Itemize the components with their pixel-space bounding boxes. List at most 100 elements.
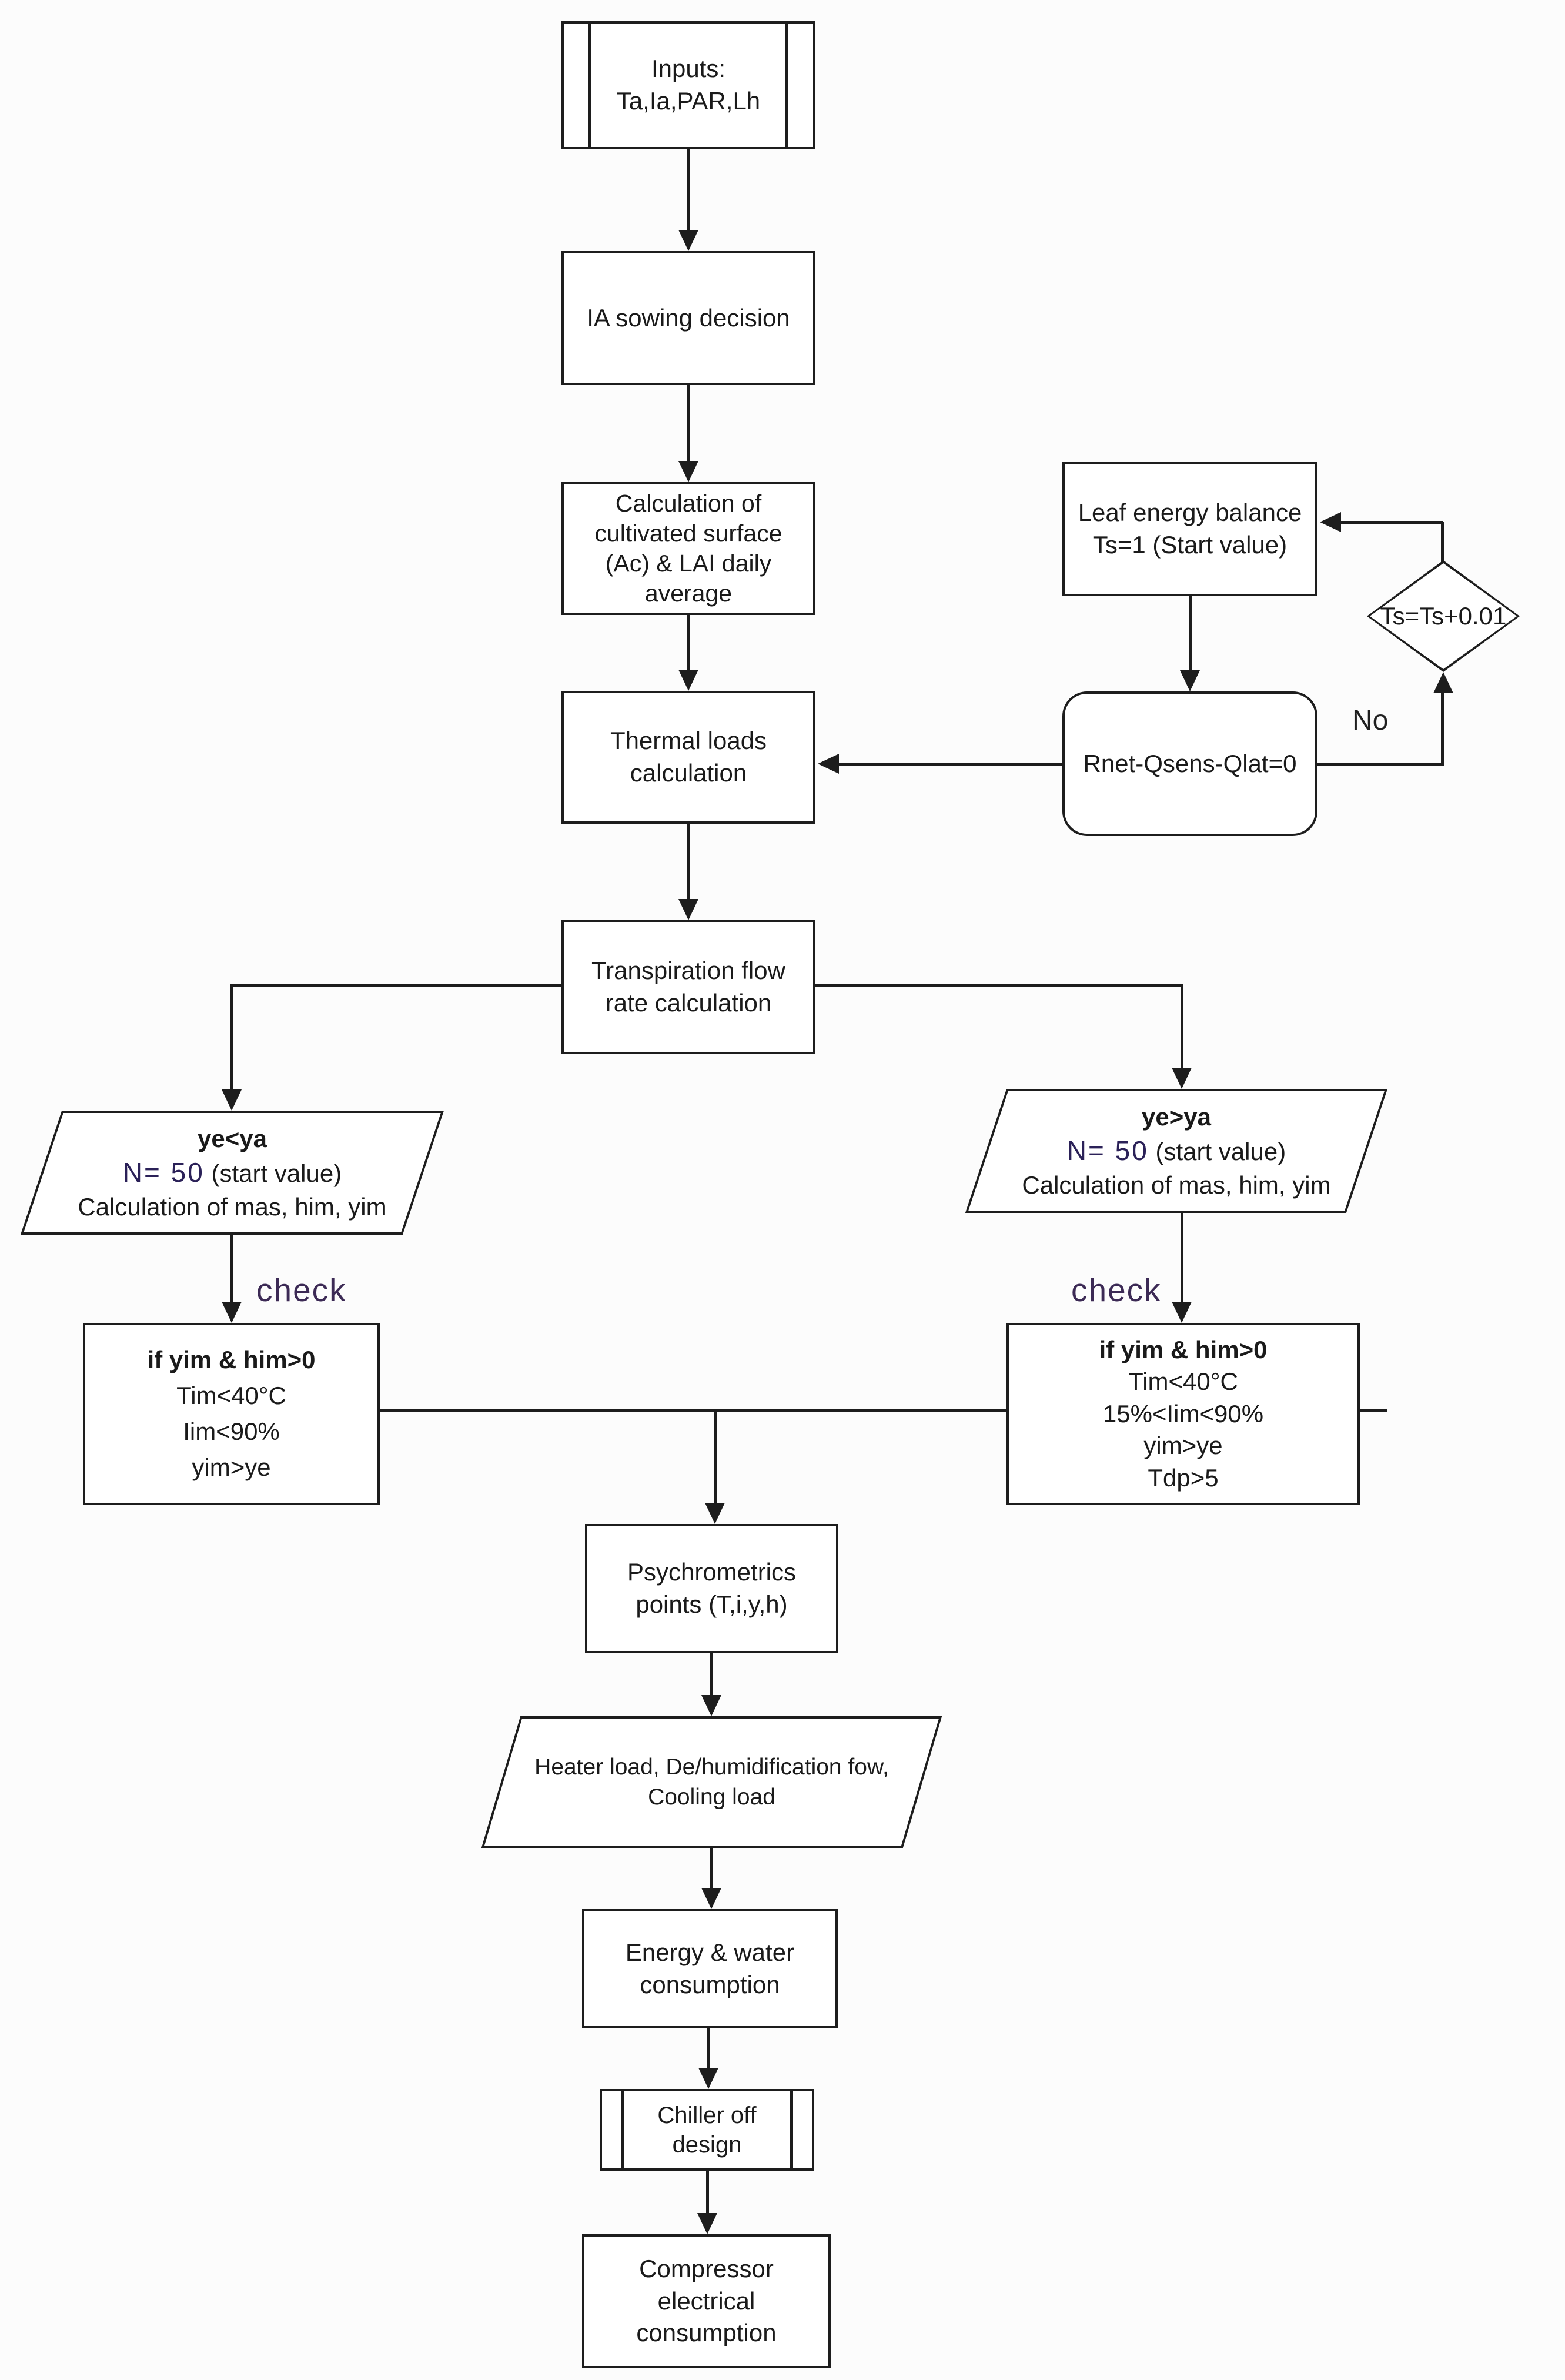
heater-line2: Cooling load — [648, 1784, 775, 1810]
edge-label-check-right: check — [1071, 1272, 1162, 1308]
edge-label-no: No — [1352, 705, 1389, 736]
node-thermal-loads: Thermal loads calculation — [561, 691, 815, 824]
node-transpiration-line2: rate calculation — [605, 989, 772, 1017]
edge-sowing-calc — [687, 385, 690, 464]
node-cond-right: if yim & him>0 Tim<40°C 15%<Iim<90% yim>… — [1006, 1323, 1360, 1505]
predefined-bar-left — [588, 24, 591, 147]
branch-right-n-value: N= 50 — [1066, 1135, 1149, 1166]
cond-left-line4: yim>ye — [192, 1453, 271, 1481]
cond-left-line1: if yim & him>0 — [147, 1346, 316, 1374]
node-calc-line3: (Ac) & LAI daily — [605, 550, 772, 577]
node-psychrometrics: Psychrometrics points (T,i,y,h) — [585, 1524, 838, 1653]
edge-cond-right-stub — [1360, 1409, 1387, 1412]
edge-leaf-rnet — [1189, 596, 1192, 674]
node-chiller-off-design: Chiller off design — [600, 2089, 814, 2171]
node-sowing-decision: IA sowing decision — [561, 251, 815, 385]
node-cultivated-surface: Calculation of cultivated surface (Ac) &… — [561, 482, 815, 615]
predefined-bar-left — [621, 2091, 624, 2168]
edge-check-left — [230, 1235, 233, 1305]
branch-left-n-line: N= 50 (start value) — [123, 1155, 342, 1191]
node-leaf-line1: Leaf energy balance — [1078, 499, 1302, 527]
predefined-bar-right — [790, 2091, 793, 2168]
node-rnet-line1: Rnet-Qsens-Qlat=0 — [1083, 749, 1297, 777]
node-inputs: Inputs: Ta,Ia,PAR,Lh — [561, 21, 815, 149]
node-psych-line1: Psychrometrics — [627, 1558, 797, 1586]
node-heater: Heater load, De/humidification fow, Cool… — [477, 1716, 946, 1848]
edge-transpiration-right — [814, 984, 1183, 987]
arrowhead-into-transpiration — [678, 899, 698, 920]
arrowhead-into-chiller — [698, 2068, 718, 2089]
branch-right-n-suffix: (start value) — [1148, 1138, 1286, 1166]
node-branch-right: ye>ya N= 50 (start value) Calculation of… — [965, 1089, 1387, 1213]
branch-right-n-line: N= 50 (start value) — [1067, 1133, 1286, 1169]
edge-diamond-up — [1441, 522, 1444, 563]
arrowhead-into-thermal — [678, 670, 698, 691]
arrowhead-into-sowing — [678, 230, 698, 251]
edge-diamond-leaf — [1340, 521, 1443, 524]
branch-left-n-value: N= 50 — [122, 1157, 205, 1188]
branch-left-title: ye<ya — [198, 1124, 267, 1152]
node-compressor: Compressor electrical consumption — [582, 2234, 831, 2368]
edge-left-branch-down — [230, 985, 233, 1093]
arrowhead-into-psych — [705, 1503, 725, 1524]
cond-right-line3: 15%<Iim<90% — [1102, 1399, 1264, 1428]
edge-right-branch-down — [1181, 985, 1183, 1071]
cond-right-line2: Tim<40°C — [1128, 1368, 1238, 1396]
node-branch-left: ye<ya N= 50 (start value) Calculation of… — [21, 1111, 444, 1235]
node-cond-left: if yim & him>0 Tim<40°C Iim<90% yim>ye — [83, 1323, 380, 1505]
arrowhead-into-cond-left — [222, 1302, 242, 1323]
node-calc-line2: cultivated surface — [594, 519, 782, 547]
node-compressor-line1: Compressor — [639, 2255, 774, 2283]
edge-psych-heater — [710, 1653, 713, 1699]
arrowhead-into-branch-right — [1172, 1068, 1192, 1089]
edge-transpiration-left — [230, 984, 563, 987]
node-chiller-line2: design — [672, 2131, 742, 2158]
branch-left-n-suffix: (start value) — [204, 1159, 342, 1188]
edge-cond-connector — [380, 1409, 1006, 1412]
cond-left-line3: Iim<90% — [183, 1418, 280, 1445]
edge-label-check-left: check — [256, 1272, 347, 1308]
node-ts-loop-label: Ts=Ts+0.01 — [1380, 602, 1507, 630]
arrowhead-into-rnet — [1180, 670, 1200, 691]
branch-left-calc: Calculation of mas, him, yim — [78, 1192, 387, 1221]
arrowhead-into-branch-left — [222, 1089, 242, 1111]
node-compressor-line2: electrical — [657, 2287, 755, 2315]
edge-no-up — [1441, 692, 1444, 766]
node-chiller-line1: Chiller off — [657, 2102, 757, 2128]
arrowhead-into-leaf — [1320, 512, 1341, 532]
edge-rnet-no — [1317, 763, 1443, 766]
node-sowing-line1: IA sowing decision — [587, 303, 790, 332]
node-energy-line1: Energy & water — [625, 1938, 795, 1966]
arrowhead-into-energy — [701, 1888, 721, 1909]
cond-left-line2: Tim<40°C — [176, 1382, 286, 1410]
cond-right-line4: yim>ye — [1143, 1432, 1223, 1460]
node-rnet-balance: Rnet-Qsens-Qlat=0 — [1062, 691, 1317, 836]
heater-line1: Heater load, De/humidification fow, — [534, 1754, 889, 1780]
node-energy-water: Energy & water consumption — [582, 1909, 838, 2028]
edge-energy-chiller — [707, 2028, 710, 2071]
edge-chiller-compressor — [706, 2171, 709, 2217]
predefined-bar-right — [785, 24, 788, 147]
edge-calc-thermal — [687, 615, 690, 673]
node-thermal-line1: Thermal loads — [610, 727, 767, 755]
arrowhead-into-cond-right — [1172, 1302, 1192, 1323]
edge-inputs-sowing — [687, 148, 690, 233]
cond-right-line5: Tdp>5 — [1148, 1463, 1219, 1492]
node-leaf-energy-balance: Leaf energy balance Ts=1 (Start value) — [1062, 462, 1317, 596]
node-leaf-line2: Ts=1 (Start value) — [1092, 531, 1288, 559]
arrowhead-into-compressor — [697, 2213, 717, 2234]
arrowhead-into-diamond — [1433, 672, 1453, 693]
edge-rnet-thermal — [838, 763, 1062, 766]
node-psych-line2: points (T,i,y,h) — [636, 1590, 788, 1618]
branch-right-title: ye>ya — [1142, 1102, 1211, 1131]
edge-thermal-transpiration — [687, 824, 690, 902]
node-calc-line4: average — [644, 580, 733, 607]
arrowhead-into-heater — [701, 1695, 721, 1716]
node-energy-line2: consumption — [640, 1970, 780, 1998]
node-calc-line1: Calculation of — [615, 489, 762, 517]
node-thermal-line2: calculation — [630, 759, 747, 787]
branch-right-calc: Calculation of mas, him, yim — [1022, 1171, 1331, 1199]
arrowhead-into-calc — [678, 461, 698, 482]
node-inputs-line1: Inputs: — [651, 55, 726, 83]
